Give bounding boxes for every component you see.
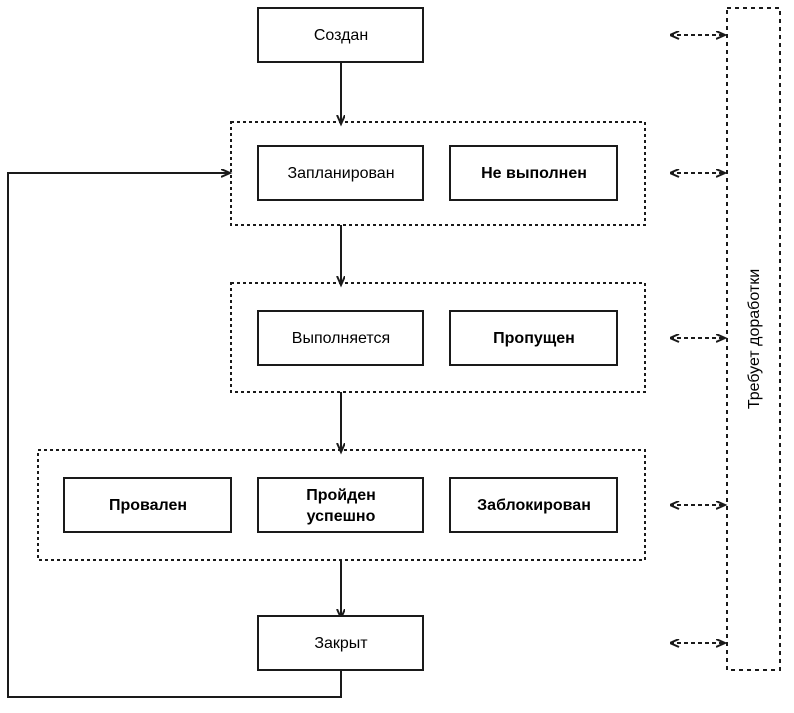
state-node-failed-label: Провален: [109, 497, 187, 514]
rework-connectors: [670, 35, 725, 643]
state-node-passed-label-line2: успешно: [307, 508, 376, 525]
state-node-planned-label: Запланирован: [287, 165, 394, 182]
state-node-blocked[interactable]: Заблокирован: [449, 477, 618, 533]
rework-panel-label: Требует доработки: [746, 269, 763, 409]
state-node-skipped-rect[interactable]: [449, 310, 618, 366]
state-node-closed-label: Закрыт: [314, 635, 368, 652]
state-node-closed-rect[interactable]: [257, 615, 424, 671]
state-node-created[interactable]: Создан: [257, 7, 424, 63]
state-node-failed-rect[interactable]: [63, 477, 232, 533]
loop-closed-to-planned: [7, 173, 342, 698]
state-node-closed[interactable]: Закрыт: [257, 615, 424, 671]
state-node-planned-rect[interactable]: [257, 145, 424, 201]
state-nodes: Создан Запланирован Не выполнен Выполняе…: [63, 7, 618, 671]
group-progress: [230, 282, 646, 393]
state-node-blocked-rect[interactable]: [449, 477, 618, 533]
state-node-not-executed-rect[interactable]: [449, 145, 618, 201]
group-planned: [230, 121, 646, 226]
state-node-in-progress-label: Выполняется: [292, 330, 390, 347]
state-node-in-progress[interactable]: Выполняется: [257, 310, 424, 366]
state-node-created-rect[interactable]: [257, 7, 424, 63]
state-node-passed-label-line1: Пройден: [306, 487, 376, 504]
state-node-in-progress-rect[interactable]: [257, 310, 424, 366]
rework-panel: Требует доработки: [726, 7, 781, 671]
state-node-created-label: Создан: [314, 27, 368, 44]
state-node-skipped[interactable]: Пропущен: [449, 310, 618, 366]
state-node-skipped-label: Пропущен: [493, 330, 575, 347]
state-node-not-executed[interactable]: Не выполнен: [449, 145, 618, 201]
state-node-failed[interactable]: Провален: [63, 477, 232, 533]
state-node-passed-rect[interactable]: [257, 477, 424, 533]
state-node-not-executed-label: Не выполнен: [481, 165, 587, 182]
state-node-planned[interactable]: Запланирован: [257, 145, 424, 201]
state-node-passed[interactable]: Пройден успешно: [257, 477, 424, 533]
state-node-blocked-label: Заблокирован: [477, 497, 591, 514]
